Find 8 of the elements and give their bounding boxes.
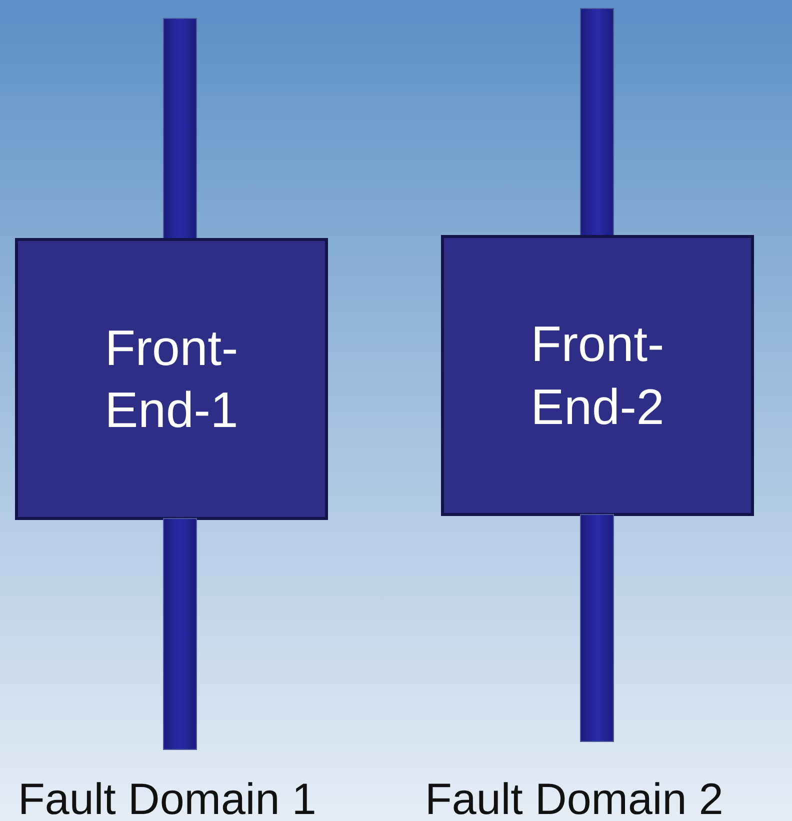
- vertical-bar: [580, 8, 614, 237]
- process-box: Front-End-1: [15, 238, 328, 520]
- fault-domain-label: Fault Domain 1: [18, 778, 316, 821]
- fault-domain-label: Fault Domain 2: [425, 778, 724, 821]
- vertical-bar: [163, 518, 197, 750]
- process-box: Front-End-2: [441, 235, 754, 516]
- vertical-bar: [163, 18, 197, 240]
- vertical-bar: [580, 514, 614, 742]
